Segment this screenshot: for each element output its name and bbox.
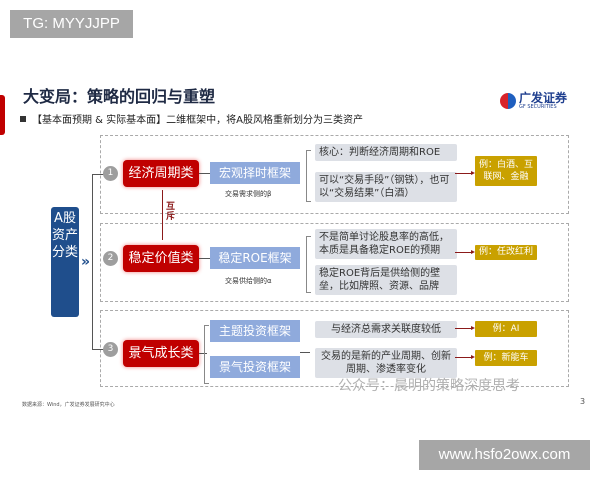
point: 可以“交易手段”（钢铁），也可以“交易结果”（白酒） <box>315 172 457 202</box>
connector-line <box>199 258 210 259</box>
logo-en: GF SECURITIES <box>519 104 557 110</box>
category-stable-value: 稳定价值类 <box>123 245 199 272</box>
double-chevron-icon: » <box>81 254 91 270</box>
bracket <box>204 325 209 384</box>
framework-theme: 主题投资框架 <box>210 320 300 342</box>
tree-line <box>92 175 93 350</box>
framework-note: 交易需求侧的β <box>225 190 272 198</box>
number-badge: 1 <box>103 166 118 181</box>
category-economic-cycle: 经济周期类 <box>123 160 199 187</box>
category-growth: 景气成长类 <box>123 340 199 367</box>
connector-line <box>199 353 207 354</box>
framework-note: 交易供给侧的α <box>225 277 272 285</box>
tg-label: TG: MYYJJPP <box>10 10 133 38</box>
branch-line <box>92 349 104 350</box>
number-badge: 3 <box>103 342 118 357</box>
mutual-label: 互斥 <box>166 202 176 222</box>
number-badge: 2 <box>103 251 118 266</box>
root-category-box: A股资产分类 <box>51 207 79 317</box>
red-tab-accent <box>0 95 5 135</box>
example-box: 例：任改红利 <box>475 245 537 260</box>
example-box: 例：新能车 <box>475 350 537 366</box>
point: 与经济总需求关联度较低 <box>315 321 457 338</box>
connector-line <box>199 173 210 174</box>
arrow-icon <box>455 355 475 359</box>
bracket <box>306 236 311 293</box>
mutual-arrow <box>162 190 163 240</box>
slide-title: 大变局：策略的回归与重塑 <box>23 87 216 106</box>
url-label: www.hsfo2owx.com <box>419 440 590 470</box>
section-2-box <box>100 223 569 302</box>
logo-cn: 广发证券 <box>519 91 568 105</box>
bracket <box>306 150 311 202</box>
section-3-box <box>100 310 569 387</box>
point: 核心：判断经济周期和ROE <box>315 144 457 161</box>
arrow-icon <box>455 326 475 330</box>
arrow-icon <box>455 171 475 175</box>
example-box: 例：AI <box>475 321 537 337</box>
logo-icon <box>500 93 516 109</box>
point: 稳定ROE背后是供给侧的壁垒，比如牌照、资源、品牌 <box>315 265 457 295</box>
branch-line <box>92 174 104 175</box>
point: 交易的是新的产业周期、创新周期、渗透率变化 <box>315 348 457 378</box>
slide-subtitle: 【基本面预期 & 实际基本面】二维框架中，将A股风格重新划分为三类资产 <box>20 111 363 126</box>
example-box: 例：白酒、互联网、金融 <box>475 156 537 186</box>
point: 不是简单讨论股息率的高低，本质是具备稳定ROE的预期 <box>315 229 457 259</box>
connector-line <box>300 352 310 353</box>
watermark: 公众号：晨明的策略深度思考 <box>338 378 520 394</box>
framework-macro-timing: 宏观择时框架 <box>210 162 300 184</box>
page-number: 3 <box>580 397 586 406</box>
arrow-icon <box>455 250 475 254</box>
source-note: 数据来源：Wind，广发证券发展研究中心 <box>22 402 115 408</box>
framework-prosperity: 景气投资框架 <box>210 356 300 378</box>
framework-stable-roe: 稳定ROE框架 <box>210 247 300 269</box>
